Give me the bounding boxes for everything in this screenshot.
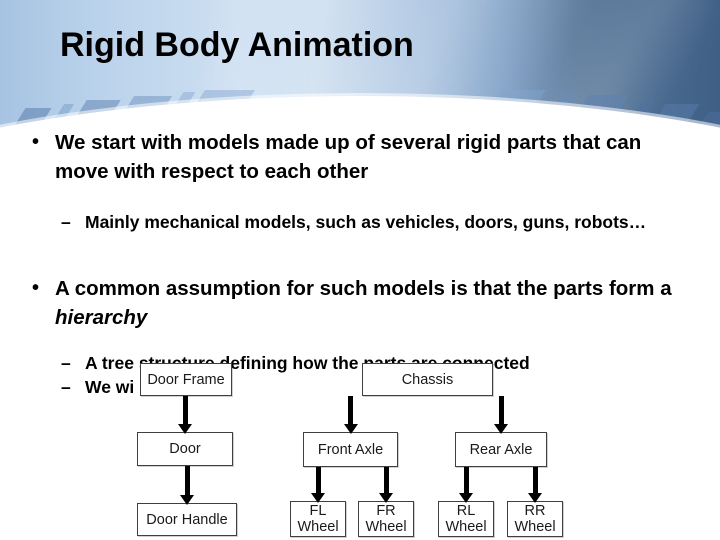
diagram-node-rear-axle[interactable]: Rear Axle [455, 432, 547, 467]
diagram-node-door-frame[interactable]: Door Frame [140, 363, 232, 396]
diagram-node-label: Front Axle [317, 441, 384, 458]
diagram-node-label: Door [169, 441, 201, 457]
diagram-node-front-axle[interactable]: Front Axle [303, 432, 398, 467]
body-spacer-1 [0, 188, 720, 210]
page-title: Rigid Body Animation [60, 26, 414, 64]
diagram-node-label: Door Handle [146, 511, 228, 528]
diagram-node-label: Door Frame [147, 371, 225, 388]
bullet-level1-1: • We start with models made up of severa… [0, 128, 720, 186]
body-spacer-2 [0, 234, 720, 274]
slide-header-band [0, 0, 720, 132]
bullet-text: A common assumption for such models is t… [55, 277, 672, 300]
diagram-node-label: Wheel [297, 519, 339, 535]
diagram-edge-line [184, 466, 190, 495]
body-spacer-3 [0, 334, 720, 351]
bullet-text: We start with models made up of several … [55, 131, 642, 183]
bullet-text: We wi [85, 377, 135, 397]
dash-glyph-icon: – [61, 212, 71, 232]
diagram-edge-line [182, 396, 188, 424]
bullet-glyph-icon: • [32, 131, 40, 153]
diagram-node-label: Wheel [514, 519, 556, 535]
diagram-node-chassis[interactable]: Chassis [362, 363, 493, 396]
bullet-text: Mainly mechanical models, such as vehicl… [85, 212, 647, 232]
diagram-edge-line [383, 467, 389, 493]
bullet-text-emphasis: hierarchy [55, 306, 148, 329]
diagram-edge-line [315, 467, 321, 493]
bullet-level2-3: – We wi [0, 375, 720, 399]
diagram-node-label: RL [456, 503, 476, 519]
diagram-node-label: RR [524, 503, 546, 519]
slide-body: • We start with models made up of severa… [0, 128, 720, 399]
diagram-node-label: FL [309, 503, 327, 519]
dash-glyph-icon: – [61, 353, 71, 373]
diagram-node-label: Rear Axle [469, 441, 533, 458]
diagram-node-label: FR [376, 503, 396, 519]
diagram-edge-line [463, 467, 469, 493]
bullet-level2-2: – A tree structure defining how the part… [0, 351, 720, 375]
diagram-node-door-handle[interactable]: Door Handle [137, 503, 237, 536]
diagram-node-label: Wheel [365, 519, 407, 535]
diagram-edge-line [348, 396, 353, 424]
diagram-node-label: Wheel [445, 519, 487, 535]
diagram-node-label: Chassis [401, 371, 454, 388]
diagram-edge-line [532, 467, 538, 493]
bullet-level1-2: • A common assumption for such models is… [0, 274, 720, 332]
dash-glyph-icon: – [61, 377, 71, 397]
diagram-node-door[interactable]: Door [137, 432, 233, 466]
bullet-level2-1: – Mainly mechanical models, such as vehi… [0, 210, 720, 234]
bullet-glyph-icon: • [32, 277, 40, 299]
diagram-edge-line [498, 396, 504, 424]
